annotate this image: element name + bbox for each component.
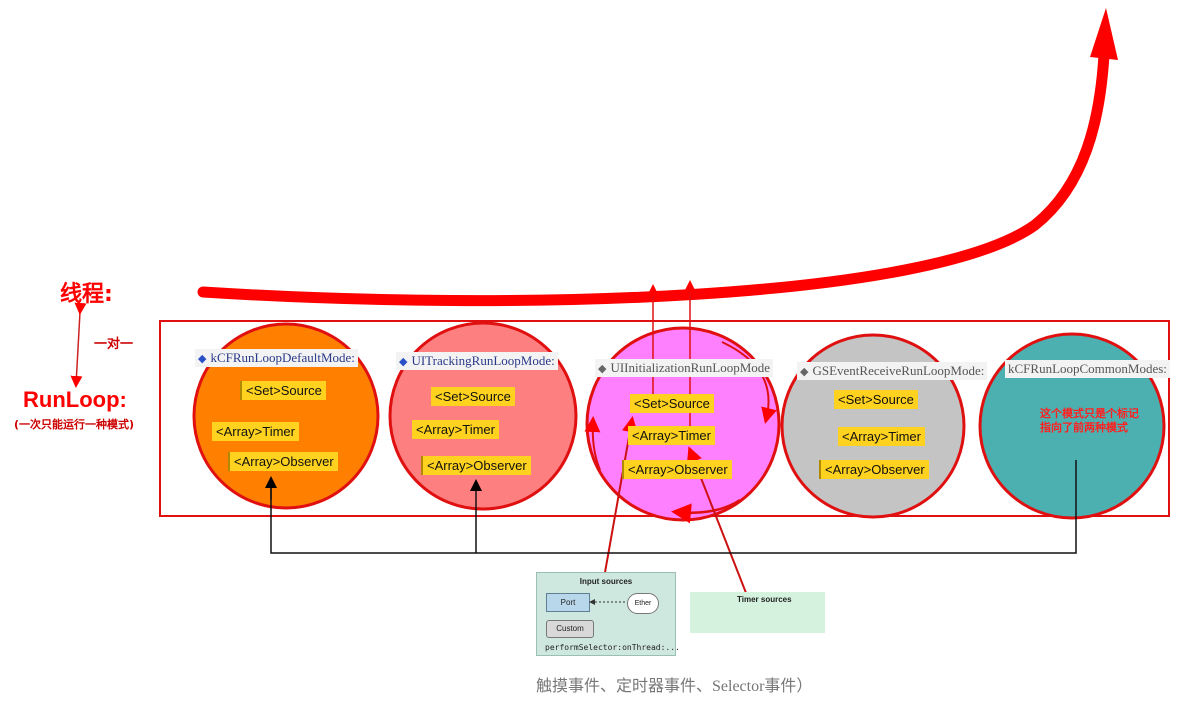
custom-box: Custom bbox=[546, 620, 594, 638]
chip-source: <Set>Source bbox=[240, 381, 326, 400]
thread-arrow-body bbox=[197, 49, 1110, 307]
common-modes-note: 这个模式只是个标记指向了前两种模式 bbox=[1040, 407, 1139, 434]
mode-name-text: kCFRunLoopDefaultMode: bbox=[210, 350, 355, 365]
chip-timer: <Array>Timer bbox=[838, 427, 925, 446]
common-modes-bracket bbox=[270, 460, 1077, 554]
runloop-note: (一次只能运行一种模式) bbox=[14, 418, 135, 431]
mode-name-text: kCFRunLoopCommonModes: bbox=[1008, 361, 1167, 376]
mode-circle-tracking bbox=[388, 321, 578, 511]
chip-source: <Set>Source bbox=[630, 394, 714, 413]
diamond-icon: ◆ bbox=[800, 366, 809, 378]
one-to-one-label: 一对一 bbox=[94, 337, 134, 352]
bottom-caption: 触摸事件、定时器事件、Selector事件） bbox=[536, 678, 813, 695]
mode-name-default: ◆kCFRunLoopDefaultMode: bbox=[195, 349, 358, 367]
chip-source: <Set>Source bbox=[834, 390, 918, 409]
diamond-icon: ◆ bbox=[598, 363, 607, 375]
loop-arrow-left bbox=[584, 416, 601, 471]
mode-name-common: kCFRunLoopCommonModes: bbox=[1005, 360, 1170, 378]
timer-sources-title: Timer sources bbox=[737, 595, 792, 604]
input-sources-arrow bbox=[603, 416, 638, 579]
thread-arrow-head bbox=[1090, 8, 1118, 60]
mode-name-text: GSEventReceiveRunLoopMode: bbox=[812, 363, 985, 378]
input-sources-title: Input sources bbox=[579, 577, 633, 586]
chip-observer: <Array>Observer bbox=[228, 452, 338, 471]
perform-selector-text: performSelector:onThread:... bbox=[545, 643, 680, 652]
mode-circle-initialization bbox=[585, 326, 781, 522]
mode-name-tracking: ◆UITrackingRunLoopMode: bbox=[396, 352, 558, 370]
chip-timer: <Array>Timer bbox=[412, 420, 499, 439]
mode-name-text: UITrackingRunLoopMode: bbox=[411, 353, 555, 368]
chip-timer: <Array>Timer bbox=[628, 426, 715, 445]
diamond-icon: ◆ bbox=[198, 353, 207, 365]
input-sources-panel: Input sources Port Ether Custom performS… bbox=[536, 572, 680, 656]
thread-label: 线程: bbox=[60, 282, 113, 307]
runloop-label: RunLoop: bbox=[23, 387, 127, 412]
mode-name-gsevent: ◆GSEventReceiveRunLoopMode: bbox=[797, 362, 988, 380]
timer-sources-panel: Timer sources bbox=[690, 592, 825, 633]
diamond-icon: ◆ bbox=[399, 356, 408, 368]
port-box: Port bbox=[546, 593, 590, 612]
chip-observer: <Array>Observer bbox=[819, 460, 929, 479]
mode-name-initialization: ◆UIInitializationRunLoopMode bbox=[595, 359, 774, 377]
one-to-one-arrow bbox=[70, 302, 87, 388]
chip-observer: <Array>Observer bbox=[622, 460, 732, 479]
ether-cloud-icon: Ether bbox=[627, 593, 659, 614]
chip-timer: <Array>Timer bbox=[212, 422, 299, 441]
chip-observer: <Array>Observer bbox=[421, 456, 531, 475]
ether-arrow-icon bbox=[589, 599, 625, 605]
loop-arrow-bottom bbox=[671, 498, 741, 524]
chip-source: <Set>Source bbox=[431, 387, 515, 406]
mode-name-text: UIInitializationRunLoopMode bbox=[610, 360, 771, 375]
mode-circle-common bbox=[978, 332, 1166, 520]
